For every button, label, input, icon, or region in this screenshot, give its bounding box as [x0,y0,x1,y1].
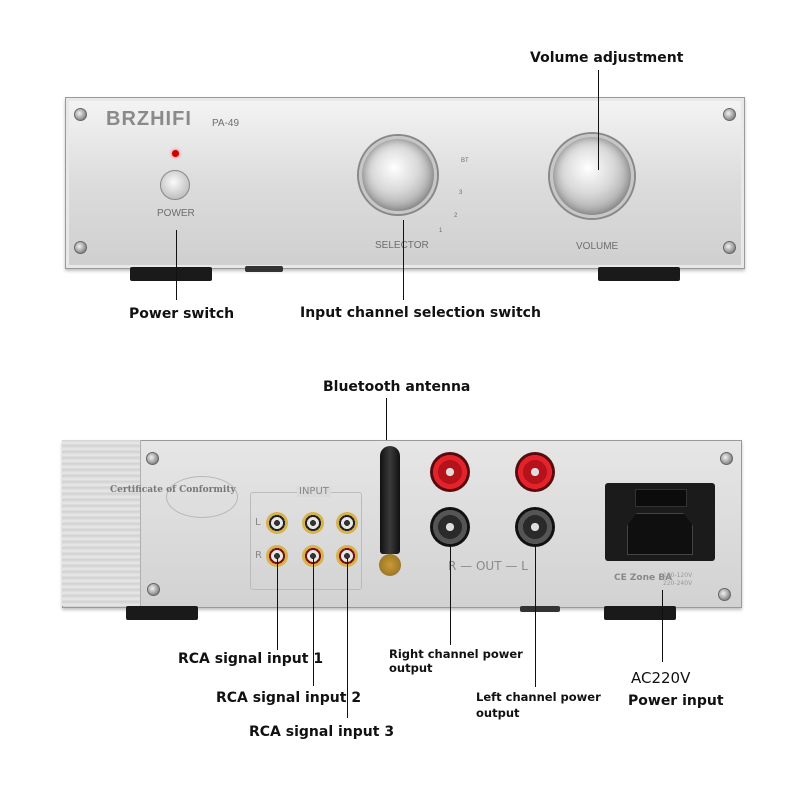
leader-line [535,545,536,687]
model-label: PA-49 [212,118,240,129]
brand-logo: BRZHIFI [106,108,192,130]
callout-power-switch: Power switch [129,306,235,322]
power-led [172,150,179,157]
speaker-post-left-positive[interactable] [515,452,555,492]
selector-knob[interactable] [359,136,437,214]
rca-jack-3-right[interactable] [336,545,358,567]
screw-icon [723,108,736,121]
input-label: INPUT [297,486,331,497]
screw-icon [147,583,160,596]
rca-jack-1-left[interactable] [266,512,288,534]
rear-foot-left [126,606,198,620]
screw-icon [718,588,731,601]
selector-label: SELECTOR [375,240,429,251]
power-button[interactable] [160,170,190,200]
voltage-line-2: 220-240V [663,580,693,587]
screw-icon [723,241,736,254]
leader-line [403,220,404,300]
callout-bluetooth-antenna: Bluetooth antenna [323,379,471,395]
out-label: R — OUT — L [448,559,528,573]
volume-knob[interactable] [550,134,634,218]
speaker-post-right-negative[interactable] [430,507,470,547]
input-group-frame [250,492,362,590]
callout-left-out-line1: Left channel power [476,690,601,704]
selector-mark-bt: BT [461,158,469,164]
heatsink-side [62,440,141,606]
callout-ac-voltage: AC220V [631,669,691,687]
bluetooth-antenna [380,446,400,554]
leader-line [450,545,451,645]
rca-label-r: R [255,550,262,561]
screw-icon [74,108,87,121]
leader-line [347,558,348,718]
callout-volume-adjustment: Volume adjustment [530,50,684,66]
leader-line [662,590,663,662]
rca-label-l: L [255,517,261,528]
selector-mark-2: 2 [454,213,458,219]
selector-mark-1: 1 [439,228,443,234]
leader-line [176,230,177,300]
power-socket [627,513,693,555]
callout-rca-input-3: RCA signal input 3 [249,724,395,740]
speaker-post-left-negative[interactable] [515,507,555,547]
front-foot-right [598,267,680,281]
leader-line [313,558,314,686]
leader-line [277,558,278,650]
rca-jack-2-left[interactable] [302,512,324,534]
rca-jack-1-right[interactable] [266,545,288,567]
callout-input-selection: Input channel selection switch [300,305,541,321]
iec-power-inlet[interactable] [605,483,715,561]
screw-icon [74,241,87,254]
callout-rca-input-2: RCA signal input 2 [216,690,362,706]
voltage-line-1: 100-120V [663,572,693,579]
front-foot-mid [245,266,283,272]
speaker-post-right-positive[interactable] [430,452,470,492]
certificate-label: Certificate of Conformity [110,485,236,495]
screw-icon [146,452,159,465]
rca-jack-2-right[interactable] [302,545,324,567]
power-label: POWER [157,208,195,219]
certificate-seal-icon [166,476,238,518]
ce-label: CE Zone BA [614,573,673,583]
callout-right-out-line1: Right channel power [389,647,523,661]
callout-left-out-line2: output [476,706,520,720]
selector-mark-3: 3 [459,190,463,196]
leader-line [386,398,387,446]
front-foot-left [130,267,212,281]
callout-rca-input-1: RCA signal input 1 [178,651,324,667]
leader-line [598,70,599,170]
antenna-connector [379,554,401,576]
rear-foot-mid [520,606,560,612]
volume-label: VOLUME [576,241,619,252]
screw-icon [720,452,733,465]
amplifier-front-panel: BRZHIFI PA-49 POWER BT 3 2 1 SELECTOR VO… [65,97,745,269]
callout-power-input: Power input [628,693,724,709]
rca-jack-3-left[interactable] [336,512,358,534]
rear-foot-right [604,606,676,620]
fuse-drawer [635,489,687,507]
callout-right-out-line2: output [389,661,433,675]
